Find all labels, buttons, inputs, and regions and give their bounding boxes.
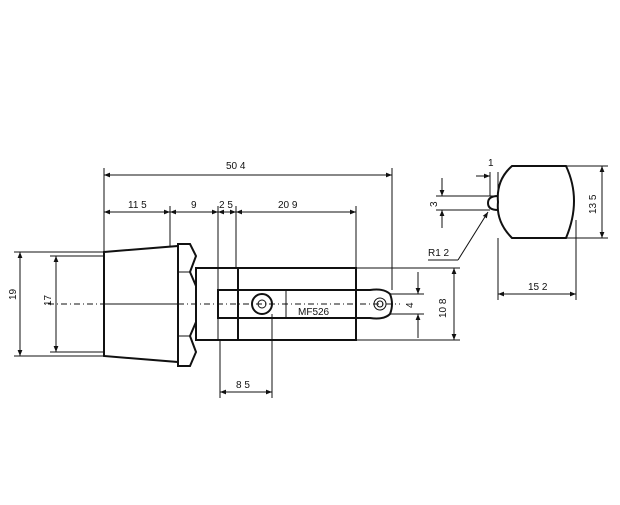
- side-ear: [251, 293, 273, 315]
- dim-seg-c: 2 5: [219, 200, 233, 211]
- dimensions-left: 19 17: [8, 251, 104, 357]
- dim-dia-inner: 17: [43, 294, 54, 306]
- end-view-outline: [496, 165, 575, 239]
- dimensions-top: 50 4 11 5 9 2 5 20 9: [103, 161, 393, 290]
- dimensions-right: 10 8 4: [356, 267, 460, 341]
- side-ear-hole: [257, 299, 267, 309]
- fuse-holder-side-view: MF526: [48, 243, 400, 367]
- dim-end-height: 13 5: [588, 194, 599, 214]
- dim-tab-width: 4: [405, 302, 416, 308]
- dim-end-top: 1: [488, 158, 494, 169]
- part-label: MF526: [298, 307, 330, 318]
- hex-flange: [177, 243, 198, 367]
- contact-tab: [217, 288, 393, 320]
- dim-total-length: 50 4: [226, 161, 246, 172]
- tab-hole: [373, 297, 387, 311]
- dim-end-3: 3: [429, 201, 440, 207]
- dim-seg-b: 9: [191, 200, 197, 211]
- dim-seg-d: 20 9: [278, 200, 298, 211]
- tube: [237, 267, 357, 341]
- dim-dia-outer: 19: [8, 288, 19, 300]
- dim-end-width: 15 2: [528, 282, 548, 293]
- dimensions-bottom: 8 5: [219, 314, 273, 398]
- dim-seg-a: 11 5: [128, 200, 147, 211]
- end-view-bump: [486, 195, 499, 211]
- dim-tab-height: 10 8: [438, 298, 449, 318]
- dim-ear-width: 8 5: [236, 380, 250, 391]
- tab-hole-inner: [376, 300, 384, 308]
- dim-end-radius: R1 2: [428, 248, 450, 259]
- end-view: 13 5 15 2 3 1 R1 2: [428, 158, 608, 300]
